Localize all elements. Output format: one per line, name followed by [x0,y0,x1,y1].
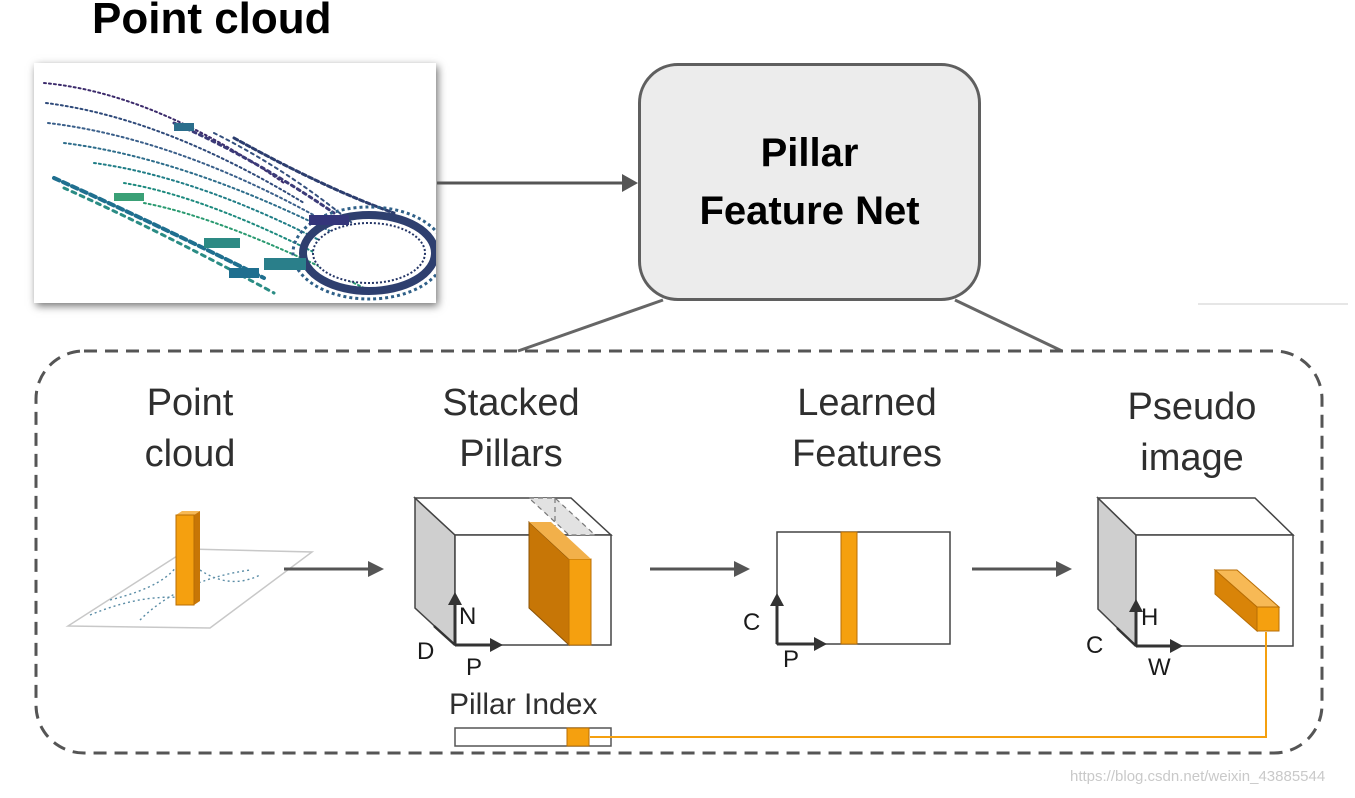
stage-pointcloud-graphic [65,511,315,629]
pseudo-axis-c-line [1116,627,1137,647]
expand-line-right [954,298,1063,353]
stage-label-pseudo-image-line1: Pseudo [1127,386,1257,428]
stacked-axis-p-label: P [466,654,483,681]
pillar-index-connector [590,632,1267,738]
pillar-index-label: Pillar Index [449,688,598,721]
point-cloud-image [34,63,436,303]
pseudo-image-box [1096,496,1295,653]
arrowhead-stage3-to-stage4 [1056,561,1072,577]
pillar-feature-net-box: Pillar Feature Net [638,63,981,301]
stage-label-stacked-pillars: Stacked Pillars [411,378,611,480]
pfn-label-line1: Pillar [760,131,859,175]
stage-label-point-cloud-line2: cloud [144,433,236,475]
pseudo-axis-w-label: W [1148,654,1171,681]
stacked-pillars-box [413,496,613,652]
arrowhead-pointcloud-to-pfn [622,174,638,192]
arrowhead-stage1-to-stage2 [368,561,384,577]
stage-label-stacked-pillars-line1: Stacked [442,382,580,424]
learned-axis-c-label: C [743,609,761,636]
main-title: Point cloud [92,0,332,43]
stage-label-pseudo-image-line2: image [1140,437,1244,479]
stacked-axis-d-label: D [417,638,435,665]
stage-label-learned-features-line1: Learned [797,382,937,424]
pfn-label-line2: Feature Net [699,189,920,233]
pseudo-axis-c-label: C [1086,632,1104,659]
learned-features-matrix [770,531,951,651]
pillar-index-bar [454,727,612,747]
stage-label-learned-features-line2: Features [792,433,942,475]
watermark-text: https://blog.csdn.net/weixin_43885544 [1070,768,1326,785]
stage-label-pseudo-image: Pseudo image [1092,382,1292,484]
stage-label-point-cloud-line1: Point [146,382,234,424]
point-cloud-scan-graphic [43,82,436,301]
pseudo-axis-h-label: H [1141,604,1159,631]
stage-label-learned-features: Learned Features [762,378,972,480]
stacked-axis-d-line [433,625,456,646]
expand-line-left [517,298,664,353]
learned-axis-p-label: P [783,646,800,673]
stacked-axis-n-label: N [459,603,477,630]
stage-label-point-cloud: Point cloud [100,378,280,480]
stage-label-stacked-pillars-line2: Pillars [459,433,563,475]
arrowhead-stage2-to-stage3 [734,561,750,577]
dashed-frame [34,349,1324,755]
